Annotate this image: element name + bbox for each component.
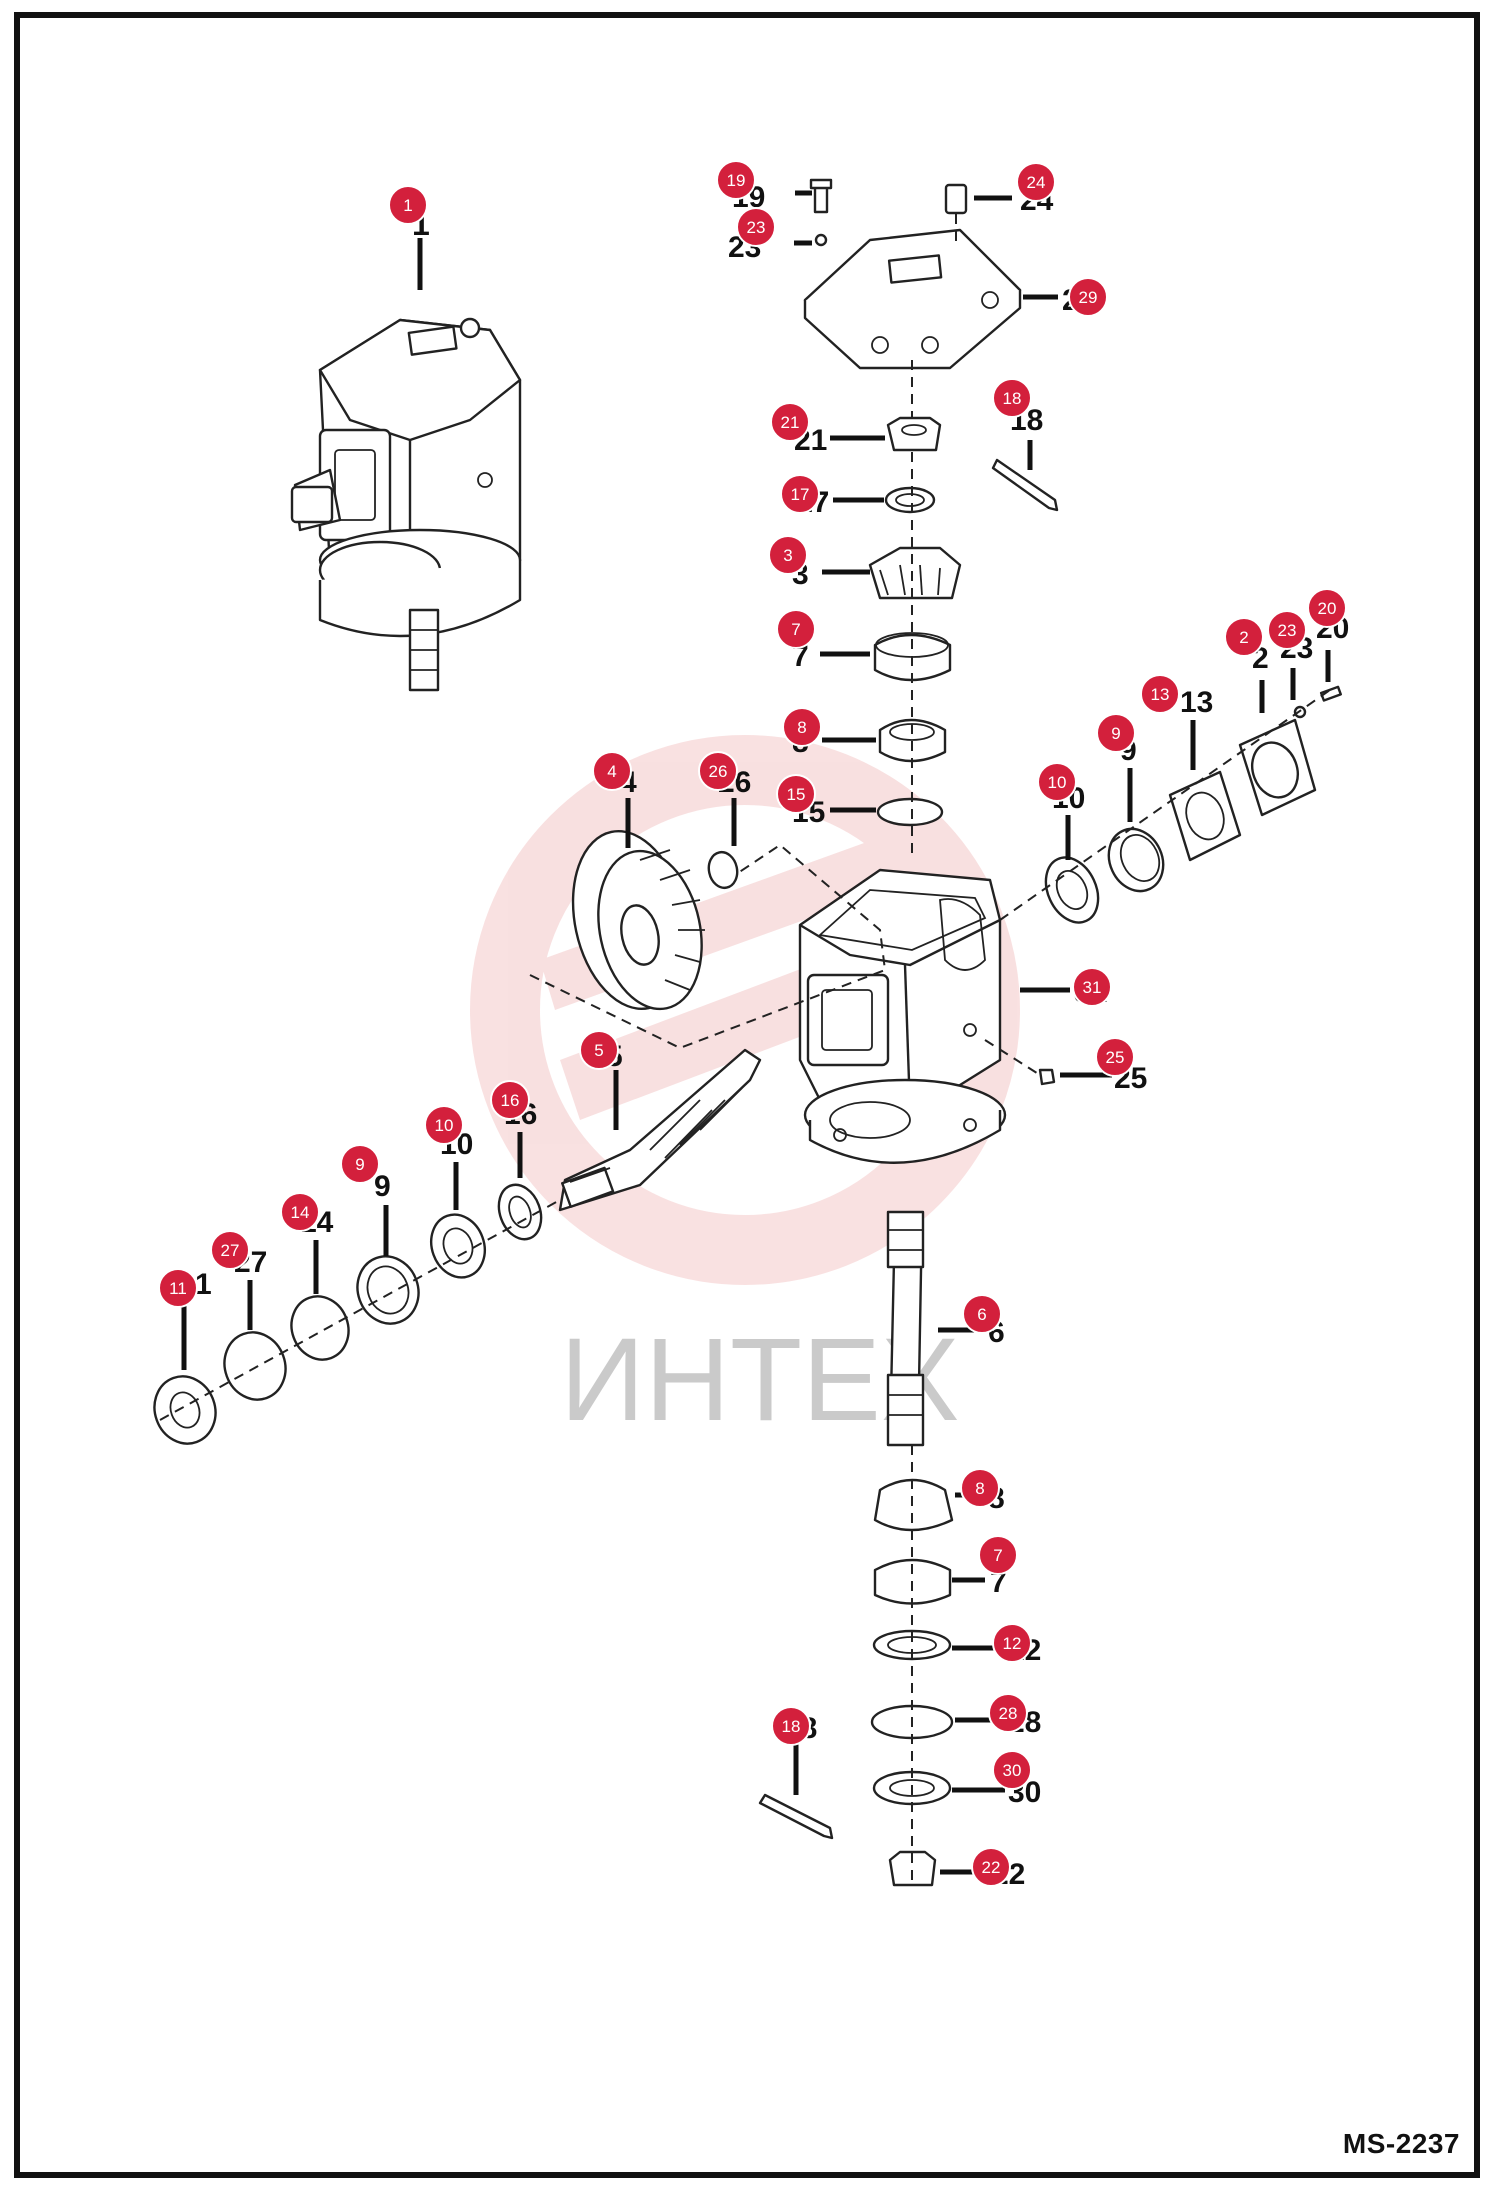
part-badge-13[interactable]: 13	[1140, 674, 1180, 714]
part-badge-10-right[interactable]: 10	[1037, 762, 1077, 802]
svg-text:15: 15	[787, 785, 806, 804]
part-badge-2[interactable]: 2	[1224, 617, 1264, 657]
part-badge-12[interactable]: 12	[992, 1623, 1032, 1663]
assembled-gearbox-drawing	[290, 317, 522, 692]
svg-text:11: 11	[169, 1279, 187, 1298]
part-badge-18-bottom[interactable]: 18	[771, 1706, 811, 1746]
part-badge-24[interactable]: 24	[1016, 162, 1056, 202]
part-badge-9-right[interactable]: 9	[1096, 713, 1136, 753]
svg-text:2: 2	[1239, 628, 1248, 647]
part-badge-3[interactable]: 3	[768, 535, 808, 575]
pinion-shaft-drawing	[558, 1048, 762, 1212]
svg-text:1: 1	[403, 196, 412, 215]
small-hardware-top	[809, 178, 968, 248]
part-badge-27[interactable]: 27	[210, 1230, 250, 1270]
part-badge-23-top[interactable]: 23	[736, 207, 776, 247]
callout-badges: 1 19 23 24 29 21 18 17 3 7 8 15 2 23 20 …	[158, 160, 1347, 1887]
svg-text:6: 6	[977, 1305, 986, 1324]
part-badge-25[interactable]: 25	[1095, 1037, 1135, 1077]
part-badge-20[interactable]: 20	[1307, 588, 1347, 628]
svg-text:9: 9	[355, 1155, 364, 1174]
figure-id: MS-2237	[1342, 2128, 1460, 2159]
svg-text:21: 21	[781, 413, 800, 432]
part-badge-17[interactable]: 17	[780, 474, 820, 514]
svg-text:27: 27	[221, 1241, 240, 1260]
part-badge-1[interactable]: 1	[388, 185, 428, 225]
svg-text:5: 5	[594, 1041, 603, 1060]
svg-text:3: 3	[783, 546, 792, 565]
svg-text:7: 7	[791, 620, 800, 639]
part-badge-31[interactable]: 31	[1072, 967, 1112, 1007]
part-badge-4[interactable]: 4	[592, 751, 632, 791]
svg-text:26: 26	[709, 762, 728, 781]
callout-label-9-left: 9	[374, 1170, 391, 1203]
part-badge-8-bottom[interactable]: 8	[960, 1468, 1000, 1508]
svg-text:4: 4	[607, 762, 616, 781]
svg-text:8: 8	[797, 718, 806, 737]
svg-text:28: 28	[999, 1704, 1018, 1723]
svg-text:31: 31	[1083, 978, 1102, 997]
part-badge-19[interactable]: 19	[716, 160, 756, 200]
svg-text:8: 8	[975, 1479, 984, 1498]
svg-text:13: 13	[1151, 685, 1170, 704]
part-badge-6[interactable]: 6	[962, 1294, 1002, 1334]
svg-text:10: 10	[435, 1116, 454, 1135]
part-badge-7-bottom[interactable]: 7	[978, 1535, 1018, 1575]
part-badge-28[interactable]: 28	[988, 1693, 1028, 1733]
svg-text:29: 29	[1079, 288, 1098, 307]
svg-text:22: 22	[982, 1858, 1001, 1877]
part-badge-23-right[interactable]: 23	[1267, 610, 1307, 650]
part-badge-30[interactable]: 30	[992, 1750, 1032, 1790]
svg-text:25: 25	[1106, 1048, 1125, 1067]
leader-lines	[181, 190, 1331, 1875]
svg-text:7: 7	[993, 1546, 1002, 1565]
lower-stack-drawing	[758, 1445, 954, 1887]
svg-text:18: 18	[1003, 389, 1022, 408]
right-stack-drawing	[999, 685, 1342, 924]
svg-text:12: 12	[1003, 1634, 1022, 1653]
svg-text:16: 16	[501, 1091, 520, 1110]
part-badge-14[interactable]: 14	[280, 1192, 320, 1232]
part-badge-10-left[interactable]: 10	[424, 1105, 464, 1145]
upper-stack-drawing	[868, 416, 1059, 860]
svg-text:23: 23	[1278, 621, 1297, 640]
part-badge-5[interactable]: 5	[579, 1030, 619, 1070]
drawing-border	[14, 12, 1480, 2178]
svg-text:9: 9	[1111, 724, 1120, 743]
svg-text:18: 18	[782, 1717, 801, 1736]
part-badge-7-top[interactable]: 7	[776, 609, 816, 649]
svg-text:20: 20	[1318, 599, 1337, 618]
part-badge-29[interactable]: 29	[1068, 277, 1108, 317]
svg-text:10: 10	[1048, 773, 1067, 792]
part-badge-9-left[interactable]: 9	[340, 1144, 380, 1184]
svg-text:19: 19	[727, 171, 746, 190]
part-badge-15[interactable]: 15	[776, 774, 816, 814]
svg-text:14: 14	[291, 1203, 310, 1222]
output-shaft-drawing	[886, 1210, 925, 1447]
part-badge-22[interactable]: 22	[971, 1847, 1011, 1887]
part-badge-18-top[interactable]: 18	[992, 378, 1032, 418]
part-badge-11[interactable]: 11	[158, 1268, 198, 1308]
callout-label-13: 13	[1180, 686, 1213, 719]
svg-text:17: 17	[791, 485, 810, 504]
part-badge-8-top[interactable]: 8	[782, 707, 822, 747]
main-housing-drawing	[798, 868, 1056, 1164]
svg-text:30: 30	[1003, 1761, 1022, 1780]
bevel-gear-drawing	[529, 830, 887, 1050]
part-badge-26[interactable]: 26	[698, 751, 738, 791]
svg-text:24: 24	[1027, 173, 1046, 192]
part-badge-16[interactable]: 16	[490, 1080, 530, 1120]
part-badge-21[interactable]: 21	[770, 402, 810, 442]
left-stack-drawing	[153, 1183, 561, 1445]
top-cover-drawing	[803, 228, 1022, 430]
svg-text:23: 23	[747, 218, 766, 237]
